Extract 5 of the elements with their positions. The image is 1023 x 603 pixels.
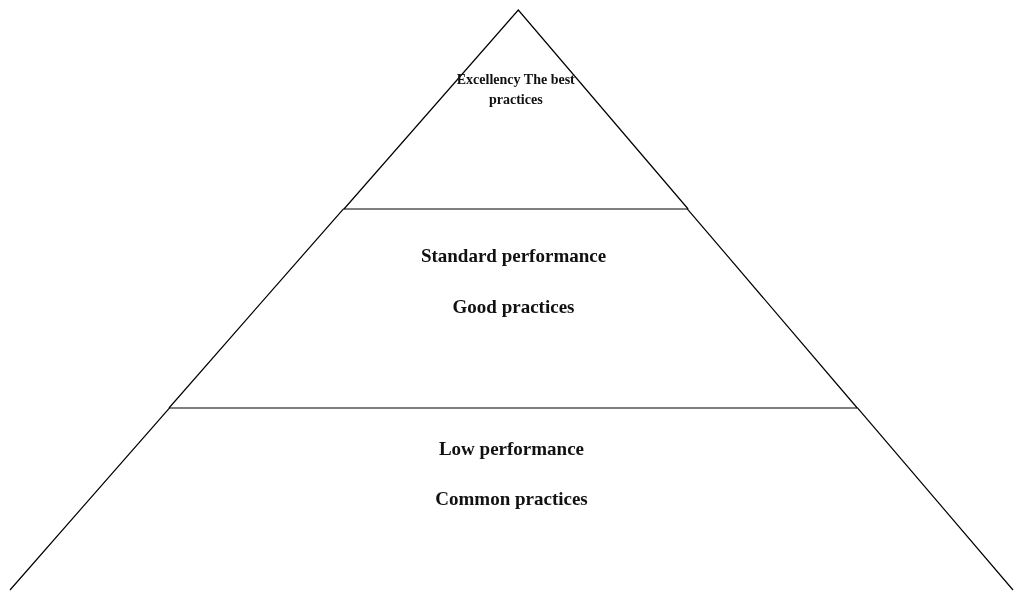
tier-label: Good practices [452,294,575,319]
tier-label: Excellency The best practices [455,71,576,110]
tier-label: Common practices [435,486,588,511]
tier-heading: Standard performance [420,243,607,268]
tier-heading: Low performance [438,436,585,461]
